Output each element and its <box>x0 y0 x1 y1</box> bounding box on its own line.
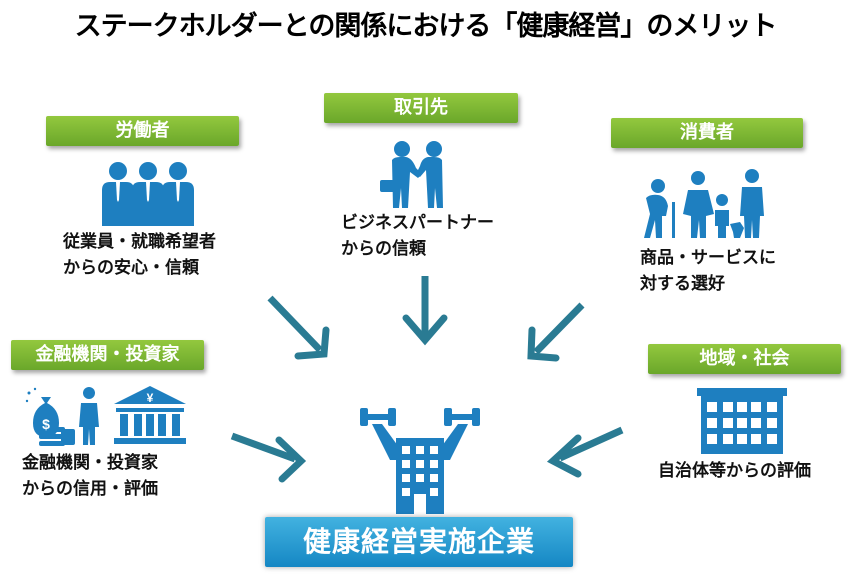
desc-partners-line1: ビジネスパートナー <box>341 213 494 233</box>
desc-investors: 金融機関・投資家 からの信用・評価 <box>22 450 158 502</box>
investor-money-icon: $ <box>25 387 99 446</box>
arrow-workers <box>267 295 323 353</box>
label-workers: 労働者 <box>46 116 239 146</box>
arrow-investors <box>230 432 297 463</box>
desc-consumers-line1: 商品・サービスに <box>640 248 776 268</box>
center-company-banner: 健康経営実施企業 <box>265 517 573 567</box>
desc-workers-line1: 従業員・就職希望者 <box>63 232 216 252</box>
family-icon <box>644 169 764 238</box>
desc-workers-line2: からの安心・信頼 <box>63 258 199 278</box>
desc-consumers-line2: 対する選好 <box>640 274 725 294</box>
desc-investors-line1: 金融機関・投資家 <box>22 453 158 473</box>
workers-icon <box>102 162 194 226</box>
label-partners: 取引先 <box>324 93 518 123</box>
desc-partners: ビジネスパートナー からの信頼 <box>341 210 494 262</box>
handshake-icon <box>380 141 443 208</box>
label-consumers: 消費者 <box>611 118 803 148</box>
svg-text:$: $ <box>42 416 50 432</box>
desc-consumers: 商品・サービスに 対する選好 <box>640 245 776 297</box>
page-title: ステークホルダーとの関係における「健康経営」のメリット <box>74 11 778 42</box>
arrow-community <box>558 426 624 462</box>
strong-company-icon <box>360 408 480 514</box>
desc-workers: 従業員・就職希望者 からの安心・信頼 <box>63 229 216 281</box>
bank-icon: ¥ <box>114 386 186 444</box>
label-investors: 金融機関・投資家 <box>11 340 204 370</box>
svg-text:¥: ¥ <box>147 391 154 405</box>
building-icon <box>697 388 787 454</box>
desc-investors-line2: からの信用・評価 <box>22 479 158 499</box>
desc-community-line1: 自治体等からの評価 <box>658 461 811 481</box>
desc-partners-line2: からの信頼 <box>341 239 426 259</box>
desc-community: 自治体等からの評価 <box>658 458 811 484</box>
label-community: 地域・社会 <box>648 344 841 374</box>
arrow-consumers <box>533 302 585 355</box>
